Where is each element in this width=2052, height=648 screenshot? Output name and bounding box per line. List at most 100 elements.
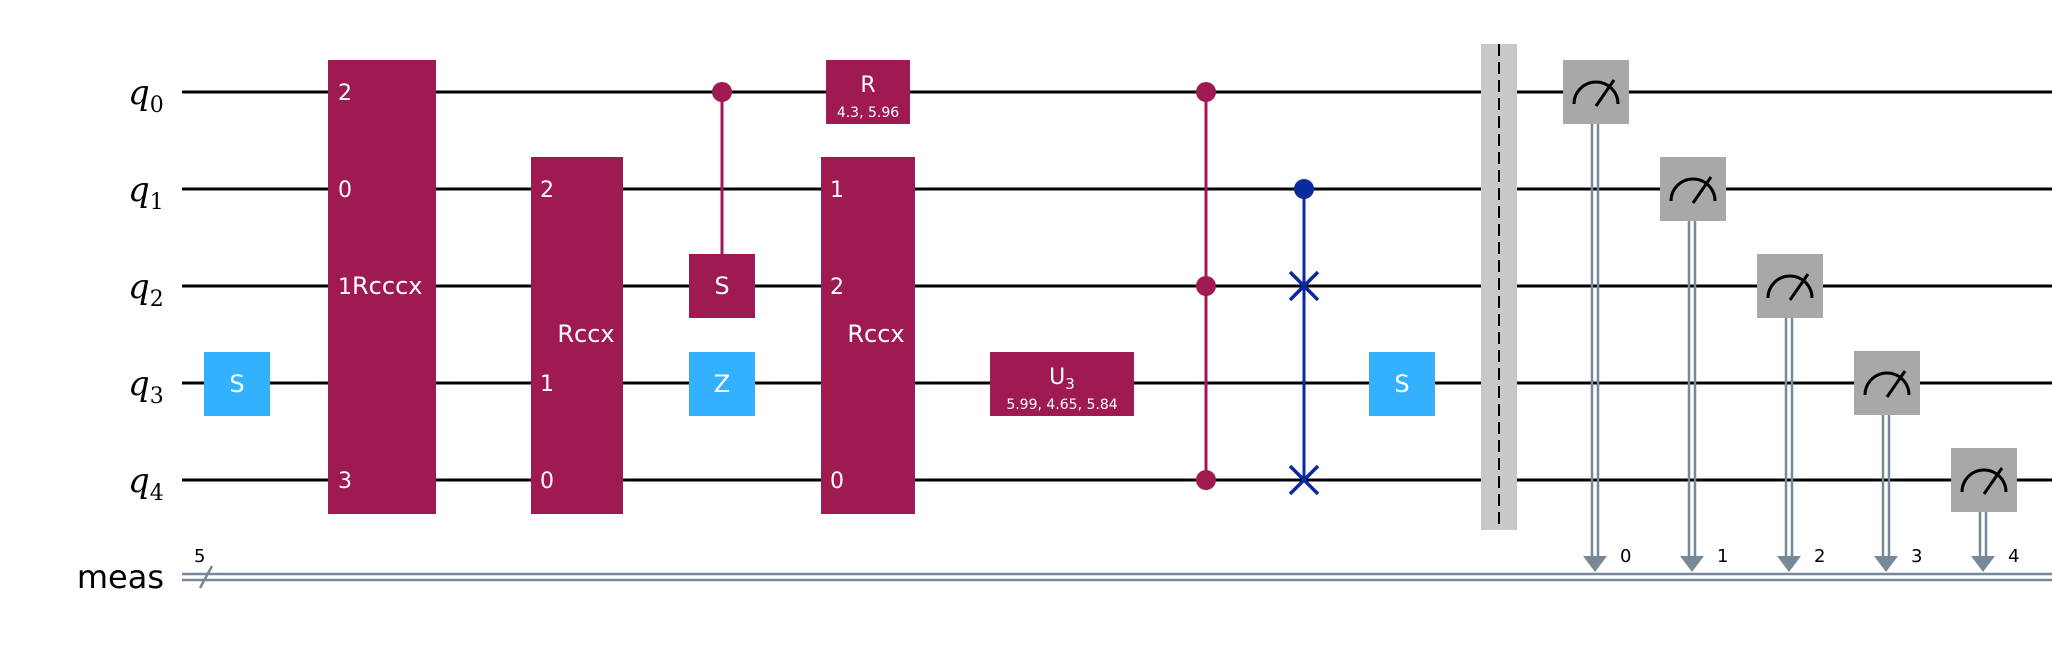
ccz-dot-q4 — [1196, 470, 1216, 490]
qubit-label-3-name: q — [128, 364, 150, 404]
bus-size: 5 — [194, 546, 205, 567]
meter-icon — [1960, 468, 2008, 493]
controlled-s-gate: S — [689, 82, 755, 318]
z-gate-q3: Z — [689, 352, 755, 416]
measure-q3-bit: 3 — [1911, 546, 1922, 567]
qubit-label-2-name: q — [128, 267, 150, 307]
bus-slash — [198, 565, 214, 589]
rccx-gate-b-box — [821, 157, 915, 514]
rccx-gate-b: 1 2 0 Rccx — [821, 157, 915, 514]
qubit-label-2-index: 2 — [150, 287, 164, 312]
rccx-b-pin-q2: 2 — [830, 275, 844, 300]
rcccx-gate-box — [328, 60, 436, 514]
qubit-label-4-index: 4 — [150, 481, 164, 506]
s-gate-q3-second: S — [1369, 352, 1435, 416]
meter-needle-icon — [1691, 176, 1713, 204]
rcccx-pin-q4: 3 — [338, 469, 352, 494]
qubit-label-0: q0 — [128, 73, 164, 118]
s-gate-second-box — [1369, 352, 1435, 416]
cswap-control-dot — [1294, 179, 1314, 199]
cs-label: S — [714, 272, 729, 300]
qubit-label-0-index: 0 — [150, 93, 164, 118]
measure-q0: 0 — [1563, 60, 1631, 572]
rcccx-gate: 2 0 1 3 Rcccx — [328, 60, 436, 514]
z-gate-box — [689, 352, 755, 416]
u3-gate-params: 5.99, 4.65, 5.84 — [1006, 397, 1117, 413]
u3-gate-label: U3 — [1049, 365, 1075, 393]
measure-q4: 4 — [1951, 448, 2019, 572]
rccx-b-pin-q1: 1 — [830, 178, 844, 203]
r-gate-label: R — [860, 73, 875, 98]
qubit-label-1-index: 1 — [150, 190, 164, 215]
meter-icon — [1669, 177, 1717, 202]
cs-target-box — [689, 254, 755, 318]
cswap-gate — [1288, 179, 1320, 496]
measure-q2-arrow — [1777, 556, 1801, 572]
qubit-label-3: q3 — [128, 364, 164, 409]
qubit-label-4: q4 — [128, 461, 164, 506]
ccz-gate — [1196, 82, 1216, 490]
qubit-label-3-index: 3 — [150, 384, 164, 409]
meter-needle-icon — [1788, 273, 1810, 301]
swap-cross-q4 — [1288, 464, 1320, 496]
r-gate-params: 4.3, 5.96 — [837, 105, 899, 121]
r-gate-q0: R 4.3, 5.96 — [826, 60, 910, 124]
meter-needle-icon — [1982, 467, 2004, 495]
measure-q0-arrow — [1583, 556, 1607, 572]
rccx-a-pin-q1: 2 — [540, 178, 554, 203]
qubit-label-1-name: q — [128, 170, 150, 210]
qubit-label-1: q1 — [128, 170, 164, 215]
rcccx-pin-q1: 0 — [338, 178, 352, 203]
barrier — [1481, 44, 1517, 530]
qubit-label-4-name: q — [128, 461, 150, 501]
u3-gate-box — [990, 352, 1134, 416]
s-gate-second-label: S — [1394, 370, 1409, 398]
rccx-b-pin-q4: 0 — [830, 469, 844, 494]
meter-icon — [1766, 274, 1814, 299]
meter-icon — [1572, 80, 1620, 105]
u3-gate-subscript: 3 — [1065, 375, 1075, 393]
qubit-label-2: q2 — [128, 267, 164, 312]
measure-q2-box — [1757, 254, 1823, 318]
measure-q4-arrow — [1971, 556, 1995, 572]
r-gate-box — [826, 60, 910, 124]
measure-q1-arrow — [1680, 556, 1704, 572]
ccz-dot-q0 — [1196, 82, 1216, 102]
z-gate-label: Z — [714, 370, 730, 398]
cs-control-dot — [712, 82, 732, 102]
u3-gate-q3: U3 5.99, 4.65, 5.84 — [990, 352, 1134, 416]
rccx-a-label: Rccx — [557, 320, 614, 348]
qubit-label-0-name: q — [128, 73, 150, 113]
rcccx-pin-q0: 2 — [338, 81, 352, 106]
rccx-b-label: Rccx — [847, 320, 904, 348]
measure-q2: 2 — [1757, 254, 1825, 572]
rccx-a-pin-q3: 1 — [540, 372, 554, 397]
measure-q1-box — [1660, 157, 1726, 221]
rccx-gate-a: 2 1 0 Rccx — [531, 157, 623, 514]
rccx-gate-a-box — [531, 157, 623, 514]
measure-q4-box — [1951, 448, 2017, 512]
meter-needle-icon — [1885, 370, 1907, 398]
measure-q0-box — [1563, 60, 1629, 124]
measure-q3-box — [1854, 351, 1920, 415]
meter-needle-icon — [1594, 79, 1616, 107]
s-gate-box — [204, 352, 270, 416]
measure-q1: 1 — [1660, 157, 1728, 572]
ccz-dot-q2 — [1196, 276, 1216, 296]
rcccx-pin-q2: 1 — [338, 275, 352, 300]
swap-cross-q2 — [1288, 270, 1320, 302]
measure-q3-arrow — [1874, 556, 1898, 572]
rccx-a-pin-q4: 0 — [540, 469, 554, 494]
measure-q0-bit: 0 — [1620, 546, 1631, 567]
classical-label: meas — [77, 558, 164, 596]
rcccx-label: Rcccx — [352, 272, 422, 300]
s-gate-q3: S — [204, 352, 270, 416]
measure-q3: 3 — [1854, 351, 1922, 572]
meter-icon — [1863, 371, 1911, 396]
s-gate-label: S — [229, 370, 244, 398]
u3-gate-name: U — [1049, 365, 1065, 390]
measure-q1-bit: 1 — [1717, 546, 1728, 567]
measure-q4-bit: 4 — [2008, 546, 2019, 567]
measure-q2-bit: 2 — [1814, 546, 1825, 567]
